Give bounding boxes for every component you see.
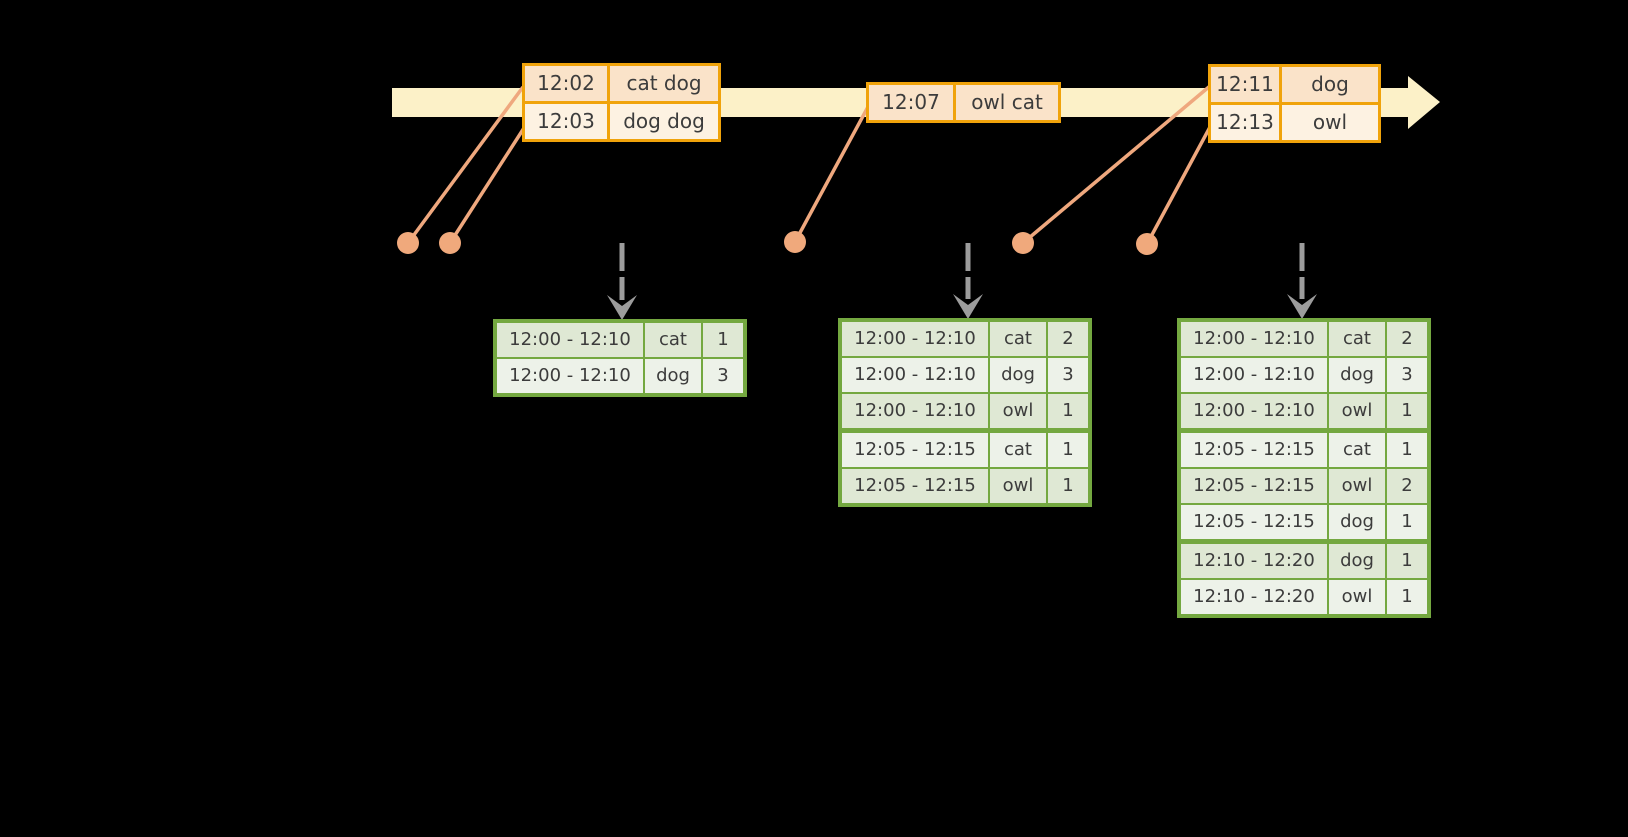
count-cell: 3 [1387,358,1427,392]
result-row: 12:00 - 12:10 cat 2 [1181,322,1427,356]
count-cell: 1 [1387,580,1427,614]
word-cell: owl [1329,580,1385,614]
event-words: cat dog [610,66,718,101]
window-cell: 12:05 - 12:15 [1181,469,1327,503]
window-cell: 12:00 - 12:10 [497,359,643,393]
result-row: 12:00 - 12:10 dog 3 [497,359,743,393]
event-row: 12:13 owl [1211,105,1378,140]
word-cell: dog [1329,505,1385,539]
window-cell: 12:05 - 12:15 [1181,433,1327,467]
event-time: 12:07 [869,85,953,120]
word-cell: dog [1329,544,1385,578]
event-dot-icon [1136,233,1158,255]
count-cell: 1 [1387,433,1427,467]
count-cell: 2 [1048,322,1088,356]
count-cell: 1 [1048,394,1088,428]
result-row: 12:05 - 12:15 owl 2 [1181,469,1427,503]
event-dot-icon [1012,232,1034,254]
word-cell: cat [990,433,1046,467]
event-table-1: 12:02 cat dog 12:03 dog dog [522,63,721,142]
event-dot-icon [397,232,419,254]
event-time: 12:03 [525,104,607,139]
event-dot-icon [439,232,461,254]
connector-line [1145,126,1212,245]
result-row: 12:00 - 12:10 dog 3 [842,358,1088,392]
count-cell: 2 [1387,322,1427,356]
word-cell: owl [1329,394,1385,428]
count-cell: 2 [1387,469,1427,503]
count-cell: 1 [703,323,743,357]
event-table-2: 12:07 owl cat [866,82,1061,123]
word-cell: owl [1329,469,1385,503]
event-words: dog [1282,67,1378,102]
connector-line [1021,84,1212,245]
result-table-2: 12:00 - 12:10 cat 2 12:00 - 12:10 dog 3 … [838,318,1092,507]
result-table-1: 12:00 - 12:10 cat 1 12:00 - 12:10 dog 3 [493,319,747,397]
window-cell: 12:10 - 12:20 [1181,544,1327,578]
count-cell: 1 [1387,505,1427,539]
event-dots [397,231,1158,255]
connector-line [448,127,526,244]
event-row: 12:11 dog [1211,67,1378,102]
result-row: 12:00 - 12:10 dog 3 [1181,358,1427,392]
word-cell: cat [1329,322,1385,356]
timeline-arrowhead-icon [1408,76,1440,129]
result-row: 12:10 - 12:20 dog 1 [1181,544,1427,578]
down-arrowhead-icon [953,294,983,319]
trigger-arrows [619,243,1305,300]
result-row: 12:05 - 12:15 cat 1 [1181,433,1427,467]
event-time: 12:02 [525,66,607,101]
event-words: owl [1282,105,1378,140]
window-cell: 12:05 - 12:15 [1181,505,1327,539]
word-cell: owl [990,394,1046,428]
result-row: 12:00 - 12:10 owl 1 [842,394,1088,428]
word-cell: cat [990,322,1046,356]
event-row: 12:07 owl cat [869,85,1058,120]
count-cell: 1 [1387,544,1427,578]
trigger-arrowheads [607,294,1317,320]
event-row: 12:03 dog dog [525,104,718,139]
result-row: 12:00 - 12:10 cat 1 [497,323,743,357]
window-cell: 12:00 - 12:10 [1181,358,1327,392]
down-arrowhead-icon [1287,294,1317,319]
word-cell: dog [1329,358,1385,392]
word-cell: dog [990,358,1046,392]
count-cell: 3 [703,359,743,393]
word-cell: owl [990,469,1046,503]
word-cell: cat [1329,433,1385,467]
result-table-3: 12:00 - 12:10 cat 2 12:00 - 12:10 dog 3 … [1177,318,1431,618]
down-arrowhead-icon [607,295,637,320]
window-cell: 12:10 - 12:20 [1181,580,1327,614]
result-row: 12:00 - 12:10 cat 2 [842,322,1088,356]
count-cell: 1 [1387,394,1427,428]
event-table-3: 12:11 dog 12:13 owl [1208,64,1381,143]
result-row: 12:05 - 12:15 dog 1 [1181,505,1427,539]
result-row: 12:05 - 12:15 cat 1 [842,433,1088,467]
connector-line [406,85,525,245]
event-row: 12:02 cat dog [525,66,718,101]
event-time: 12:11 [1211,67,1279,102]
word-cell: cat [645,323,701,357]
event-words: dog dog [610,104,718,139]
event-time: 12:13 [1211,105,1279,140]
result-row: 12:00 - 12:10 owl 1 [1181,394,1427,428]
window-cell: 12:00 - 12:10 [842,358,988,392]
result-row: 12:05 - 12:15 owl 1 [842,469,1088,503]
window-cell: 12:00 - 12:10 [497,323,643,357]
window-cell: 12:00 - 12:10 [1181,394,1327,428]
result-row: 12:10 - 12:20 owl 1 [1181,580,1427,614]
window-cell: 12:00 - 12:10 [1181,322,1327,356]
count-cell: 1 [1048,469,1088,503]
window-cell: 12:00 - 12:10 [842,394,988,428]
window-cell: 12:00 - 12:10 [842,322,988,356]
count-cell: 1 [1048,433,1088,467]
window-cell: 12:05 - 12:15 [842,469,988,503]
window-cell: 12:05 - 12:15 [842,433,988,467]
event-words: owl cat [956,85,1058,120]
word-cell: dog [645,359,701,393]
event-dot-icon [784,231,806,253]
count-cell: 3 [1048,358,1088,392]
connector-lines [406,84,1212,245]
connector-line [793,104,871,243]
